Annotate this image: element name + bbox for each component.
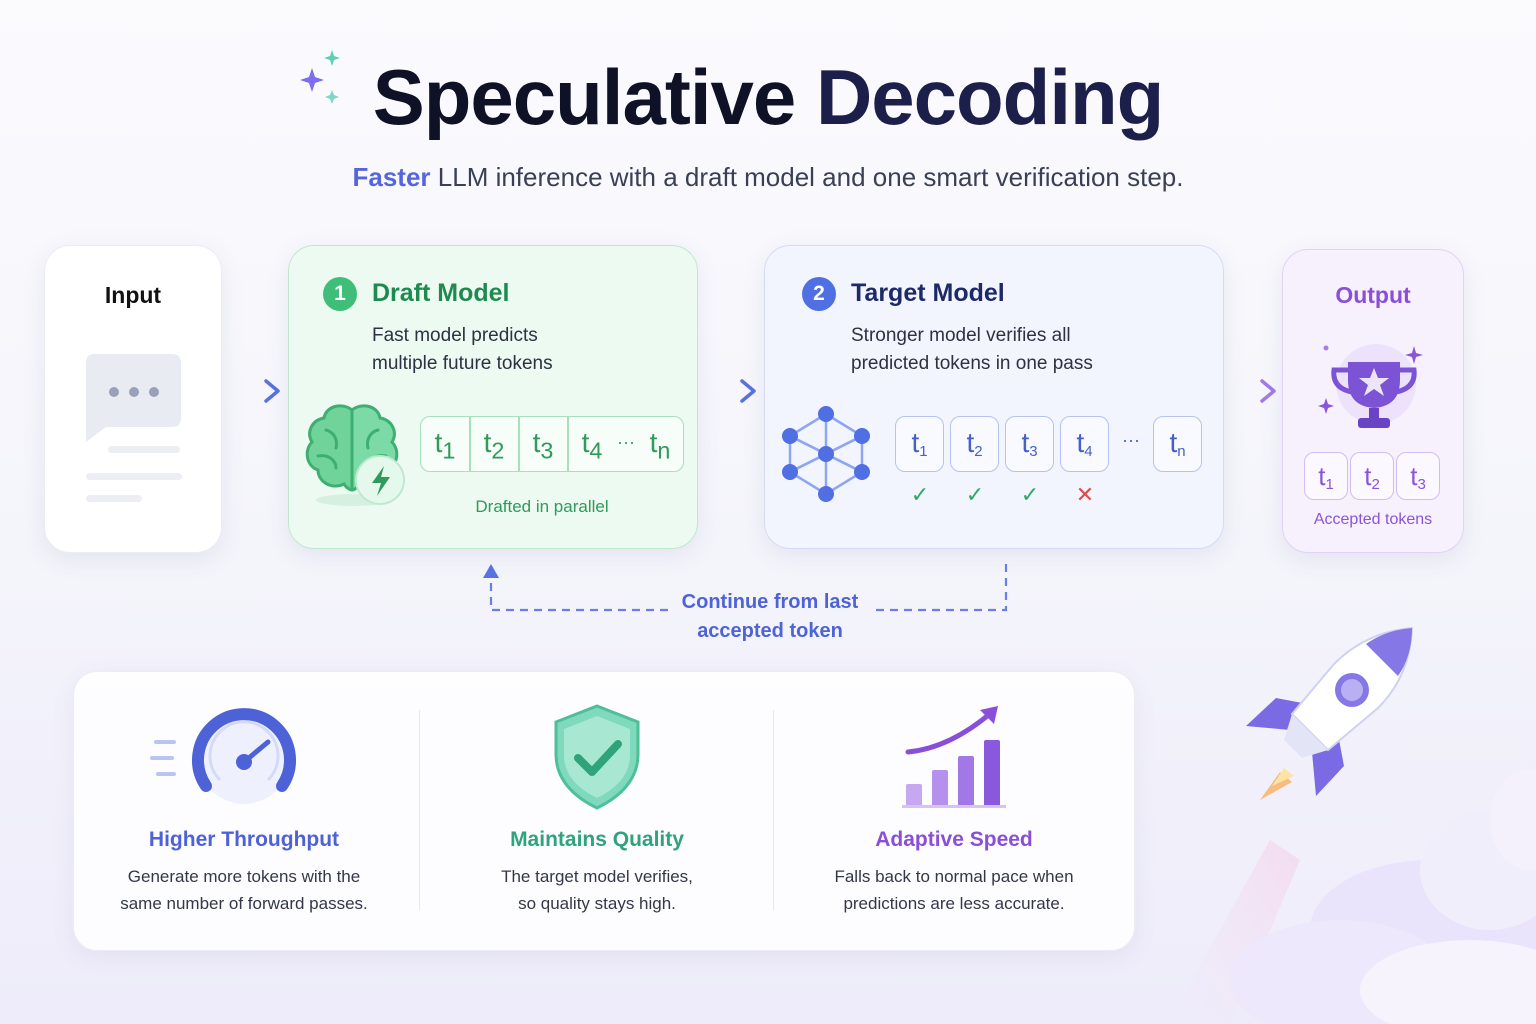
benefit-desc-adaptive-1: Falls back to normal pace when <box>834 867 1074 886</box>
draft-token: tn <box>649 427 671 464</box>
benefit-title-quality: Maintains Quality <box>510 828 684 851</box>
benefit-title-throughput: Higher Throughput <box>148 828 340 851</box>
target-model-desc-1: Stronger model verifies all <box>851 325 1071 346</box>
clouds-decoration <box>1170 770 1536 1024</box>
title-word-2: Decoding <box>815 53 1164 141</box>
page-title: Speculative Decoding <box>0 52 1536 143</box>
draft-token: t1 <box>434 427 456 464</box>
target-model-desc-2: predicted tokens in one pass <box>851 353 1093 374</box>
draft-token-strip <box>420 416 684 472</box>
benefit-desc-quality-2: so quality stays high. <box>518 894 676 913</box>
target-token: t2 <box>950 416 999 472</box>
feedback-line-2: accepted token <box>697 620 843 642</box>
draft-model-title: Draft Model <box>372 279 510 307</box>
arrow-right-icon <box>224 379 280 403</box>
arrow-right-icon <box>1224 379 1276 403</box>
accepted-check-icon: ✓ <box>1020 482 1040 507</box>
rocket-icon <box>1246 626 1414 800</box>
rejected-cross-icon: ✕ <box>1075 482 1095 507</box>
benefit-desc-throughput-1: Generate more tokens with the <box>127 867 361 886</box>
subtitle-accent: Faster <box>352 162 431 192</box>
target-token-ellipsis: ··· <box>1122 430 1140 450</box>
chat-bubble-icon <box>86 354 182 502</box>
token-divider <box>567 417 569 471</box>
target-token: tn <box>1153 416 1202 472</box>
page-subtitle: Faster LLM inference with a draft model … <box>0 162 1536 193</box>
speedometer-icon <box>150 708 296 804</box>
benefits-divider <box>419 710 420 910</box>
benefit-desc-quality-1: The target model verifies, <box>501 867 693 886</box>
output-card-title: Output <box>1335 282 1411 308</box>
draft-token: t4 <box>581 427 603 464</box>
subtitle-text: LLM inference with a draft model and one… <box>430 162 1184 192</box>
feedback-label: Continue from last accepted token <box>660 588 880 646</box>
accepted-check-icon: ✓ <box>965 482 985 507</box>
draft-token: t3 <box>532 427 554 464</box>
token-divider <box>518 417 520 471</box>
brain-icon <box>305 404 405 506</box>
draft-caption: Drafted in parallel <box>475 497 609 516</box>
title-word-1: Speculative <box>372 53 797 141</box>
feedback-loop-arrow <box>483 564 1008 612</box>
accepted-check-icon: ✓ <box>910 482 930 507</box>
target-step-badge: 2 <box>802 277 836 311</box>
target-model-title: Target Model <box>851 279 1005 307</box>
output-token: t1 <box>1304 452 1348 500</box>
benefit-desc-throughput-2: same number of forward passes. <box>120 894 368 913</box>
target-token: t1 <box>895 416 944 472</box>
output-token: t3 <box>1396 452 1440 500</box>
draft-token-ellipsis: ··· <box>617 432 635 452</box>
token-divider <box>469 417 471 471</box>
draft-model-desc-2: multiple future tokens <box>372 353 553 374</box>
target-token: t3 <box>1005 416 1054 472</box>
target-model-card <box>764 245 1224 549</box>
benefits-divider <box>773 710 774 910</box>
benefit-desc-adaptive-2: predictions are less accurate. <box>843 894 1065 913</box>
output-token: t2 <box>1350 452 1394 500</box>
draft-model-desc-1: Fast model predicts <box>372 325 538 346</box>
neural-network-icon <box>782 406 870 502</box>
benefit-title-adaptive: Adaptive Speed <box>875 828 1033 851</box>
input-card-title: Input <box>104 282 162 308</box>
draft-token: t2 <box>483 427 505 464</box>
output-caption: Accepted tokens <box>1313 511 1433 528</box>
shield-check-icon <box>554 704 640 810</box>
target-token: t4 <box>1060 416 1109 472</box>
feedback-line-1: Continue from last <box>681 591 859 613</box>
arrow-right-icon <box>700 379 756 403</box>
bar-chart-growth-icon <box>902 706 1006 808</box>
trophy-icon <box>1318 344 1423 428</box>
draft-step-badge: 1 <box>323 277 357 311</box>
sparkle-icon <box>300 50 340 104</box>
